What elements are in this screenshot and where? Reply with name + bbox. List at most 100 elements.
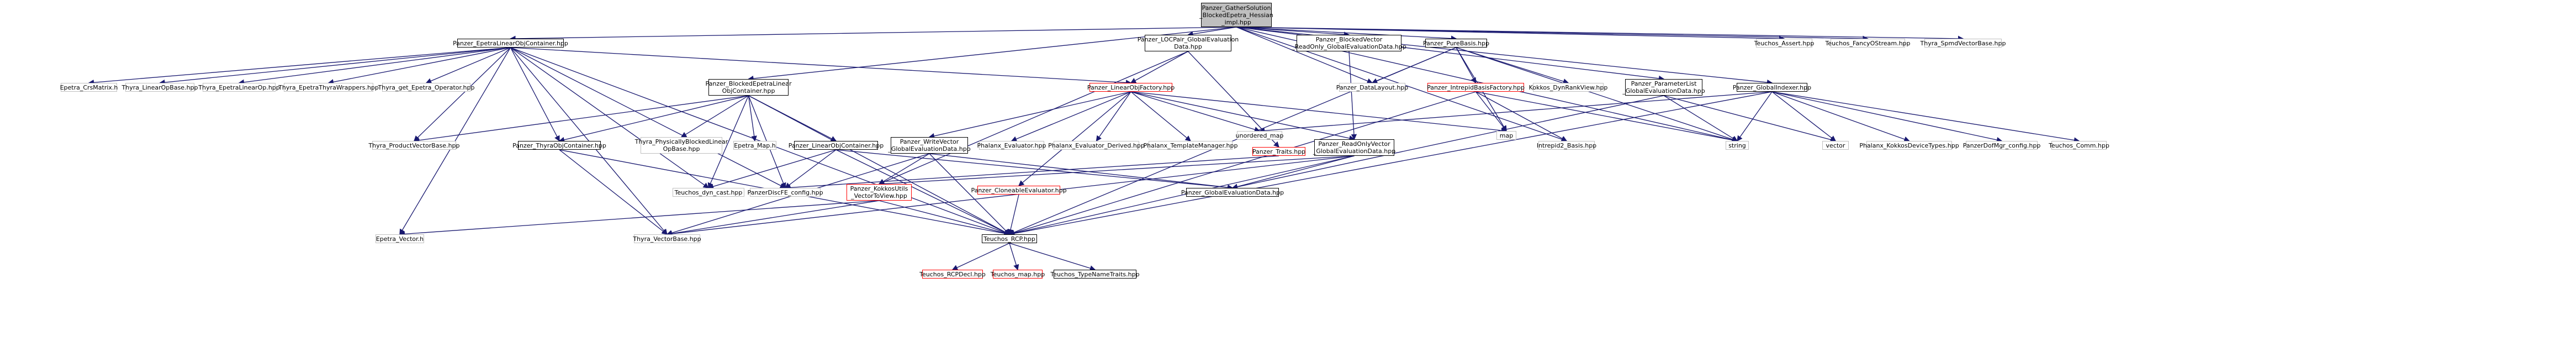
edge-n23-to-n39 <box>784 149 837 188</box>
node-thyra-spmd-vector-base[interactable]: Thyra_SpmdVectorBase.hpp <box>1920 39 2006 48</box>
edge-n0-to-n10 <box>327 47 511 85</box>
edge-n13-to-n41 <box>1018 91 1131 186</box>
node-teuchos-dyn-cast[interactable]: Teuchos_dyn_cast.hpp <box>673 188 744 197</box>
edge-n_root-to-n14 <box>1236 27 1373 84</box>
edge-n12-to-n19 <box>413 95 749 143</box>
edge-n12-to-n21 <box>680 95 749 138</box>
node-teuchos-type-name-traits[interactable]: Teuchos_TypeNameTraits.hpp <box>1050 270 1140 279</box>
node-kokkos-dyn-rank-view[interactable]: Kokkos_DynRankView.hpp <box>1528 83 1608 92</box>
node-locpair-global-evaluation-data[interactable]: Panzer_LOCPair_GlobalEvaluation Data.hpp <box>1137 35 1239 51</box>
node-epetra-linear-obj-container[interactable]: Panzer_EpetraLinearObjContainer.hpp <box>453 39 568 48</box>
edge-n24-to-n45 <box>929 153 1010 235</box>
edge-n30-to-n42 <box>1231 155 1355 190</box>
node-blocked-vector-readonly-ged[interactable]: Panzer_BlockedVector _ReadOnly_GlobalEva… <box>1292 35 1406 51</box>
edge-n3-to-n33 <box>1456 47 1738 143</box>
node-phalanx-kokkos-device-types[interactable]: Phalanx_KokkosDeviceTypes.hpp <box>1859 141 1959 150</box>
edge-n24-to-n40 <box>878 153 930 185</box>
node-thyra-epetra-linear-op[interactable]: Thyra_EpetraLinearOp.hpp <box>198 83 280 92</box>
node-intrepid-basis-factory[interactable]: Panzer_IntrepidBasisFactory.hpp <box>1427 83 1525 92</box>
edge-n18-to-n35 <box>1771 91 1910 142</box>
node-cloneable-evaluator[interactable]: Panzer_CloneableEvaluator.hpp <box>971 186 1067 195</box>
node-parameterlist-ged[interactable]: Panzer_ParameterList _GlobalEvaluationDa… <box>1622 79 1705 96</box>
node-teuchos-rcp[interactable]: Teuchos_RCP.hpp <box>982 234 1037 243</box>
node-thyra-physically-blocked-linear-op-base[interactable]: Thyra_PhysicallyBlockedLinear OpBase.hpp <box>634 137 728 154</box>
edge-n_root-to-n0 <box>510 27 1237 42</box>
edge-n40-to-n44 <box>666 200 880 237</box>
node-thyra-linear-op-base[interactable]: Thyra_LinearOpBase.hpp <box>121 83 198 92</box>
node-teuchos-map[interactable]: Teuchos_map.hpp <box>990 270 1045 279</box>
edge-n0-to-n39 <box>510 47 786 188</box>
edge-n12-to-n45 <box>748 95 1011 235</box>
edge-n30-to-n40 <box>878 155 1355 187</box>
node-blocked-epetra-linear-obj-container[interactable]: Panzer_BlockedEpetraLinear ObjContainer.… <box>705 79 792 96</box>
edge-n45-to-n48 <box>1009 243 1096 271</box>
edge-n18-to-n37 <box>1771 91 2080 143</box>
node-teuchos-assert[interactable]: Teuchos_Assert.hpp <box>1754 39 1815 48</box>
edge-n18-to-n45 <box>1008 91 1773 237</box>
node-unordered-map[interactable]: unordered_map <box>1235 131 1284 140</box>
node-epetra-map[interactable]: Epetra_Map.h <box>733 141 776 150</box>
edge-n0-to-n13 <box>510 47 1132 86</box>
edge-n17-to-n33 <box>1663 95 1738 141</box>
edge-n1-to-n40 <box>878 51 1188 185</box>
edge-n12-to-n22 <box>748 95 757 142</box>
node-teuchos-comm[interactable]: Teuchos_Comm.hpp <box>2049 141 2109 150</box>
edge-n17-to-n34 <box>1663 95 1837 143</box>
edge-n40-to-n43 <box>399 200 880 237</box>
edge-n17-to-n42 <box>1231 95 1664 190</box>
node-global-evaluation-data[interactable]: Panzer_GlobalEvaluationData.hpp <box>1181 188 1284 197</box>
node-panzer-traits[interactable]: Panzer_Traits.hpp <box>1252 147 1306 156</box>
edge-n13-to-n31 <box>1130 91 1507 134</box>
node-panzer-discfe-config[interactable]: PanzerDiscFE_config.hpp <box>747 188 823 197</box>
edge-n30-to-n45 <box>1008 155 1355 237</box>
edge-n18-to-n28 <box>1258 91 1773 134</box>
node-thyra-obj-container[interactable]: Panzer_ThyraObjContainer.hpp <box>512 141 606 150</box>
edge-n18-to-n36 <box>1771 91 2003 143</box>
edge-n13-to-n27 <box>1130 91 1192 141</box>
node-write-vector-ged[interactable]: Panzer_WriteVector _GlobalEvaluationData… <box>888 137 971 154</box>
edge-n45-to-n46 <box>951 243 1010 270</box>
edge-n20-to-n44 <box>559 149 668 235</box>
node-root-gathersolution-blockedepetra-hessian-impl: Panzer_GatherSolution _BlockedEpetra_Hes… <box>1199 3 1273 27</box>
edge-n_root-to-n6 <box>1236 27 1964 42</box>
node-teuchos-rcp-decl[interactable]: Teuchos_RCPDecl.hpp <box>919 270 986 279</box>
edge-n45-to-n47 <box>1009 243 1019 271</box>
node-phalanx-template-manager[interactable]: Phalanx_TemplateManager.hpp <box>1143 141 1238 150</box>
edge-n_root-to-n1 <box>1187 27 1237 37</box>
node-pure-basis[interactable]: Panzer_PureBasis.hpp <box>1422 39 1490 48</box>
node-epetra-vector[interactable]: Epetra_Vector.h <box>375 234 424 243</box>
node-map[interactable]: map <box>1496 131 1516 140</box>
edge-n12-to-n38 <box>707 95 749 189</box>
node-global-indexer[interactable]: Panzer_GlobalIndexer.hpp <box>1732 83 1812 92</box>
edge-n13-to-n25 <box>1011 91 1131 142</box>
edge-n13-to-n28 <box>1130 91 1261 133</box>
edge-n0-to-n19 <box>414 47 511 141</box>
node-thyra-product-vector-base[interactable]: Thyra_ProductVectorBase.hpp <box>368 141 460 150</box>
edge-n15-to-n45 <box>1008 91 1476 236</box>
node-thyra-get-epetra-operator[interactable]: Thyra_get_Epetra_Operator.hpp <box>378 83 475 92</box>
edge-n29-to-n39 <box>784 155 1279 191</box>
node-thyra-epetra-thyra-wrappers[interactable]: Thyra_EpetraThyraWrappers.hpp <box>278 83 379 92</box>
edge-n23-to-n42 <box>835 149 1234 191</box>
node-vector[interactable]: vector <box>1822 141 1849 150</box>
node-string[interactable]: string <box>1726 141 1749 150</box>
node-teuchos-fancy-ostream[interactable]: Teuchos_FancyOStream.hpp <box>1825 39 1911 48</box>
edge-n23-to-n45 <box>835 149 1011 235</box>
node-readonly-vector-ged[interactable]: Panzer_ReadOnlyVector _GlobalEvaluationD… <box>1313 139 1396 156</box>
edge-n12-to-n20 <box>558 95 749 143</box>
node-linear-obj-container[interactable]: Panzer_LinearObjContainer.hpp <box>788 141 884 150</box>
node-kokkos-utils-vector-to-view[interactable]: Panzer_KokkosUtils _VectorToView.hpp <box>847 184 912 201</box>
node-epetra-crs-matrix[interactable]: Epetra_CrsMatrix.h <box>60 83 118 92</box>
node-phalanx-evaluator[interactable]: Phalanx_Evaluator.hpp <box>977 141 1046 150</box>
edge-n13-to-n30 <box>1130 91 1355 141</box>
node-data-layout[interactable]: Panzer_DataLayout.hpp <box>1336 83 1409 92</box>
node-panzer-dofmgr-config[interactable]: PanzerDofMgr_config.hpp <box>1963 141 2041 150</box>
node-thyra-vector-base[interactable]: Thyra_VectorBase.hpp <box>633 234 701 243</box>
node-phalanx-evaluator-derived[interactable]: Phalanx_Evaluator_Derived.hpp <box>1048 141 1145 150</box>
edge-n13-to-n24 <box>928 91 1131 139</box>
edge-n18-to-n33 <box>1737 91 1773 142</box>
node-intrepid2-basis[interactable]: Intrepid2_Basis.hpp <box>1536 141 1597 150</box>
node-linear-obj-factory[interactable]: Panzer_LinearObjFactory.hpp <box>1087 83 1175 92</box>
edge-n3-to-n45 <box>1008 47 1457 235</box>
